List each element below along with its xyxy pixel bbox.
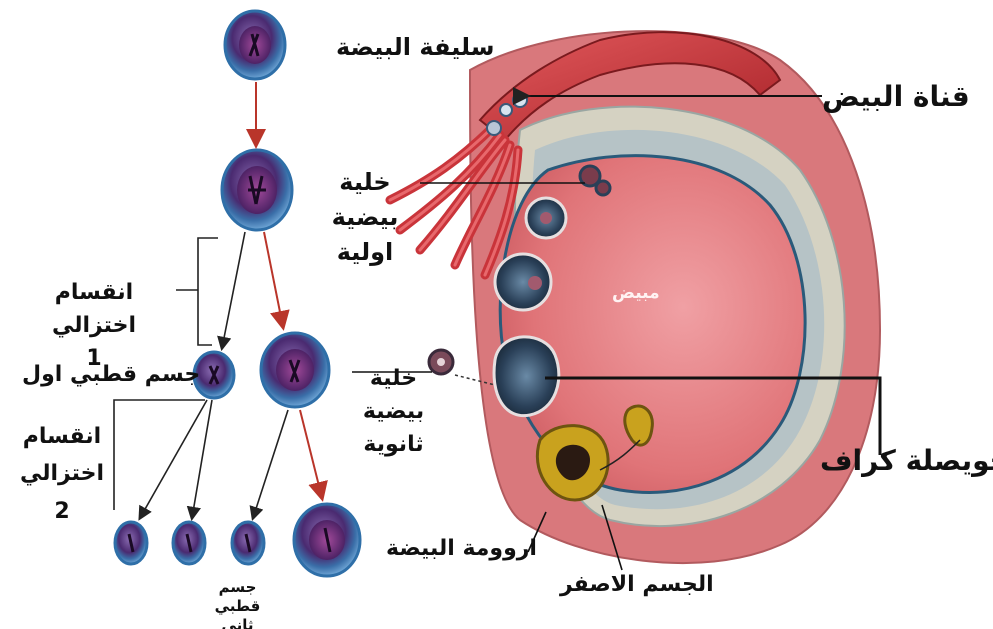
arrow — [192, 400, 212, 518]
meiosis2-bracket — [114, 400, 205, 510]
corpus-luteum-label: الجسم الاصفر — [560, 572, 714, 597]
polar-body-cell — [115, 522, 147, 564]
second-polar-body-cell — [232, 522, 264, 564]
secondary-oocyte-cell — [261, 333, 329, 407]
first-polar-body-label: جسم قطبي اول — [22, 362, 200, 387]
graafian-follicle-label: حويصلة كراف — [820, 444, 993, 477]
arrow — [140, 400, 207, 518]
arrow — [253, 410, 288, 518]
arrow — [264, 232, 283, 327]
secondary-oocyte-label: خلية بيضية ثانوية — [336, 362, 451, 461]
ovary-label: مبيض — [612, 283, 660, 303]
arrow — [222, 232, 245, 348]
oviduct-label: قناة البيض — [822, 80, 970, 113]
second-polar-body-label: جسم قطبي ثاني — [200, 578, 275, 629]
polar-body-cell — [173, 522, 205, 564]
meiosis1-bracket — [198, 238, 218, 345]
primary-oocyte-cell — [222, 150, 292, 230]
primary-oocyte-label: خلية بيضية اولية — [306, 165, 424, 269]
meiosis1-label: انقسام اختزالي 1 — [14, 276, 174, 375]
meiosis2-label: انقسام اختزالي 2 — [12, 418, 112, 530]
arrow — [300, 410, 322, 498]
ootid-label: اروومة البيضة — [386, 536, 537, 561]
oogonium-label: سليفة البيضة — [336, 33, 494, 61]
oogonium-cell — [225, 11, 285, 79]
ootid-cell — [294, 504, 360, 576]
